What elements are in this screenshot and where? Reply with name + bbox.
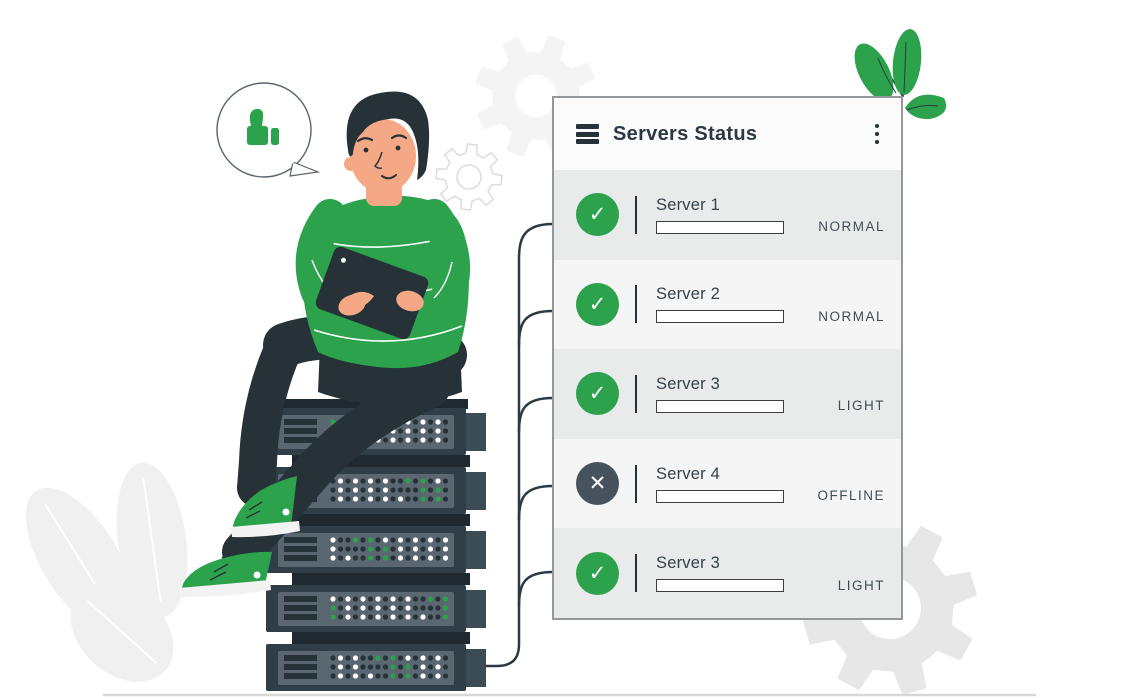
server-row[interactable]: ✓ Server 3 LIGHT: [554, 349, 901, 439]
server-info: Server 2: [656, 285, 784, 324]
server-info: Server 1: [656, 196, 784, 234]
status-badge: ✕: [576, 462, 619, 506]
server-name: Server 3: [656, 554, 720, 573]
server-name: Server 1: [656, 195, 720, 214]
load-progress-bar: [656, 579, 784, 593]
divider: [635, 554, 637, 593]
status-badge: ✓: [576, 193, 619, 237]
load-progress-bar: [656, 489, 784, 503]
panel-title: Servers Status: [613, 122, 758, 145]
thumbs-up-icon: [247, 108, 279, 145]
sneaker: [231, 476, 300, 538]
status-badge: ✓: [576, 551, 619, 595]
divider: [635, 374, 637, 413]
server-status-label: NORMAL: [818, 219, 885, 235]
server-info: Server 4: [656, 465, 784, 503]
kebab-menu-icon[interactable]: [871, 120, 884, 149]
cables: [484, 222, 554, 668]
server-stack: [266, 399, 486, 691]
server-info: Server 3: [656, 375, 784, 413]
server-name: Server 4: [656, 464, 720, 483]
server-status-label: LIGHT: [837, 398, 885, 414]
server-row[interactable]: ✕ Server 4 OFFLINE: [554, 438, 901, 529]
check-icon: ✓: [588, 381, 607, 406]
server-unit: [266, 585, 486, 644]
server-row[interactable]: ✓ Server 2 NORMAL: [554, 259, 901, 350]
server-unit: [266, 644, 486, 691]
speech-bubble: [216, 82, 321, 178]
background-leaves: [25, 462, 188, 682]
divider: [635, 195, 637, 234]
server-name: Server 2: [656, 285, 720, 304]
load-progress-bar: [656, 220, 784, 234]
divider: [635, 285, 637, 324]
server-row[interactable]: ✓ Server 3 LIGHT: [554, 528, 901, 618]
server-rows: ✓ Server 1 NORMAL ✓ Server 2 NORMAL ✓: [554, 170, 901, 618]
server-row[interactable]: ✓ Server 1 NORMAL: [554, 170, 901, 260]
server-unit: [266, 526, 486, 585]
divider: [635, 464, 637, 503]
person: [179, 91, 471, 598]
check-icon: ✓: [588, 291, 607, 316]
gear-icon-outline: [435, 143, 503, 211]
sneaker: [179, 551, 272, 598]
status-badge: ✓: [576, 372, 619, 416]
x-icon: ✕: [588, 471, 607, 496]
load-progress-bar: [656, 399, 784, 413]
check-icon: ✓: [588, 560, 607, 585]
server-name: Server 3: [656, 374, 720, 393]
servers-status-panel: Servers Status ✓ Server 1 NORMAL ✓ Serve…: [552, 96, 903, 620]
server-status-label: LIGHT: [837, 577, 885, 593]
server-status-label: OFFLINE: [817, 488, 885, 504]
status-badge: ✓: [576, 282, 619, 326]
load-progress-bar: [656, 310, 784, 324]
plant: [854, 29, 947, 120]
list-icon[interactable]: [576, 124, 599, 144]
server-info: Server 3: [656, 554, 784, 593]
panel-header: Servers Status: [554, 98, 901, 170]
server-status-label: NORMAL: [818, 308, 885, 324]
tablet: [315, 246, 429, 340]
check-icon: ✓: [588, 202, 607, 227]
